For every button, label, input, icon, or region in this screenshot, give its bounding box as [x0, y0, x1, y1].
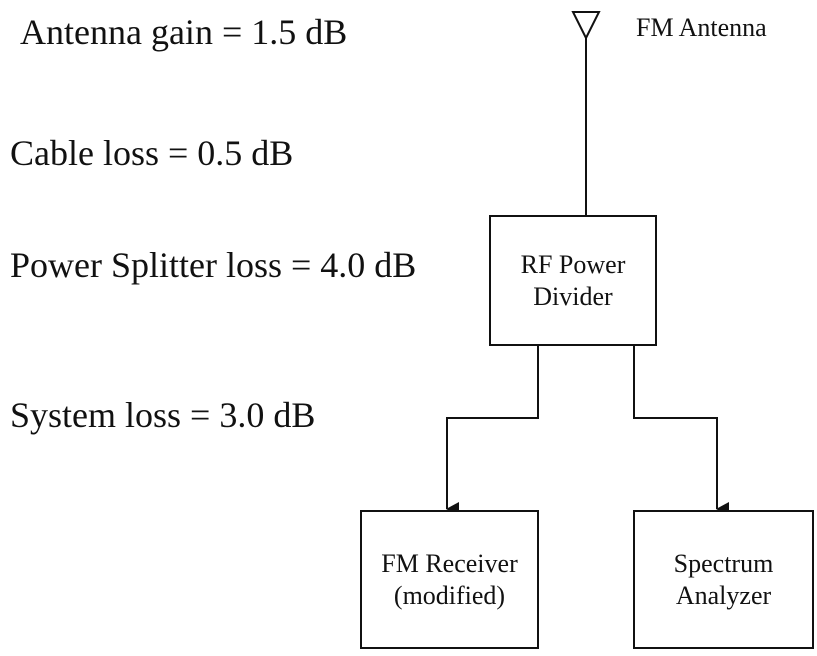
receiver-feed-line — [446, 346, 539, 516]
antenna-icon — [571, 11, 601, 41]
analyzer-feed-line — [633, 346, 729, 516]
cable-loss-text: Cable loss = 0.5 dB — [10, 133, 294, 173]
fm-antenna-label: FM Antenna — [636, 13, 767, 42]
spectrum-analyzer-box: Spectrum Analyzer — [633, 510, 814, 649]
receiver-label-line2: (modified) — [393, 580, 506, 610]
analyzer-label-line2: Analyzer — [675, 580, 772, 610]
receiver-label-line1: FM Receiver — [381, 548, 518, 578]
antenna-gain-text: Antenna gain = 1.5 dB — [20, 12, 348, 52]
divider-label-line1: RF Power — [520, 249, 626, 279]
system-loss-text: System loss = 3.0 dB — [10, 395, 316, 435]
rf-power-divider-box: RF Power Divider — [489, 215, 657, 346]
analyzer-label-line1: Spectrum — [673, 548, 774, 578]
fm-receiver-box: FM Receiver (modified) — [360, 510, 539, 649]
divider-label-line2: Divider — [533, 281, 613, 311]
splitter-loss-text: Power Splitter loss = 4.0 dB — [10, 245, 417, 285]
